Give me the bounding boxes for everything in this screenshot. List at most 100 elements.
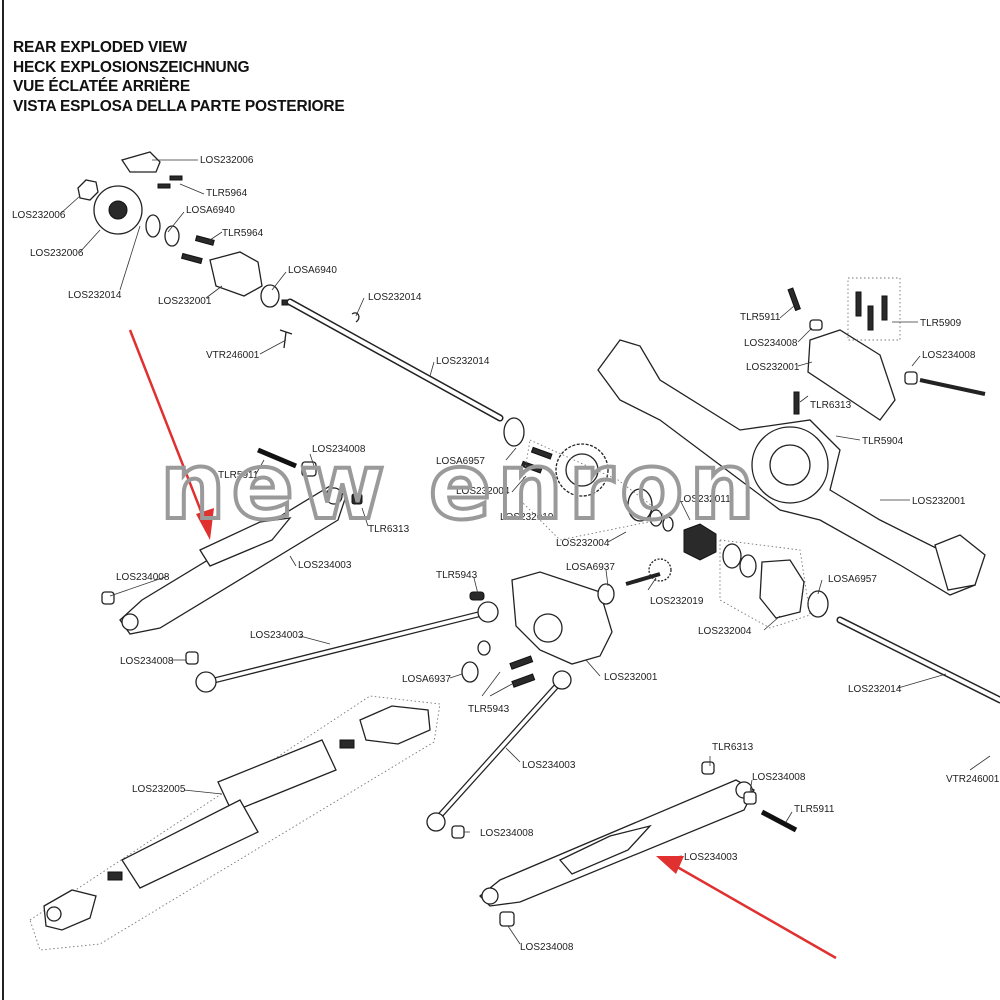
part-label: TLR5964 — [222, 228, 264, 239]
part-label: LOS234008 — [922, 350, 976, 361]
indicator-arrowhead-upper — [196, 508, 214, 540]
bearing-d-part — [503, 417, 525, 447]
diff-washer-d-part — [722, 543, 742, 569]
mount-screw-b-part — [855, 291, 862, 317]
part-labels: LOS232006 TLR5964 LOS232006 LOSA6940 LOS… — [12, 155, 1000, 953]
part-label: TLR5943 — [436, 570, 478, 581]
link-spacer-c-part — [185, 651, 199, 665]
diagonal-link-rod-part — [434, 678, 564, 822]
caliper-screw-a-part — [169, 175, 183, 181]
link-spacer-e-part — [743, 791, 757, 805]
part-label: LOS232014 — [436, 356, 490, 367]
gearbox-screw-c-part — [469, 591, 485, 601]
bearing-e-part — [807, 590, 829, 618]
part-label: LOS232019 — [650, 596, 704, 607]
trailing-arm-upper-window-part — [199, 517, 292, 567]
bearing-f-part — [597, 583, 615, 605]
ring-gear-inner-part — [565, 453, 599, 487]
indicator-arrows — [128, 329, 837, 960]
gearbox-screw-b-part — [511, 673, 536, 688]
driveshaft-spline-part — [121, 799, 259, 889]
driveshaft-group-outline — [29, 695, 441, 951]
upper-link-rod-part — [206, 610, 490, 684]
pinion-shaft-part — [625, 572, 661, 586]
mount-screw-c-part — [867, 305, 874, 331]
part-label: LOSA6957 — [828, 574, 877, 585]
indicator-arrow-upper — [128, 329, 208, 525]
part-label: LOS232014 — [68, 290, 122, 301]
part-label: LOS232006 — [30, 248, 84, 259]
hub-carrier-part — [209, 251, 263, 297]
gearbox-group — [461, 571, 615, 688]
part-label: LOS234003 — [298, 560, 352, 571]
long-screw-part — [919, 378, 986, 396]
cv-cup-b-part — [46, 906, 62, 922]
diff-group-outline-a — [519, 439, 670, 541]
part-label: LOS232004 — [556, 538, 610, 549]
spacer-a-part — [809, 319, 823, 331]
axle-shaft-right-part — [838, 618, 1000, 702]
arm-bushing-b-part — [325, 487, 343, 505]
mount-screw-e-part — [793, 391, 800, 415]
diff-pin-b-part — [520, 460, 543, 474]
e-clip-part — [351, 312, 360, 323]
rod-end-c-part — [426, 812, 446, 832]
bearing-b-part — [164, 225, 180, 247]
driveshaft-group — [29, 695, 441, 951]
part-label: LOSA6937 — [402, 674, 451, 685]
part-label: LOS234003 — [522, 760, 576, 771]
part-label: VTR246001 — [206, 350, 260, 361]
nut-a-part — [351, 493, 363, 505]
spacer-b-part — [904, 371, 918, 385]
title-line-de: HECK EXPLOSIONSZEICHNUNG — [13, 58, 250, 76]
part-label: LOS234008 — [744, 338, 798, 349]
diff-pin-a-part — [530, 446, 553, 460]
bearing-h-part — [477, 640, 491, 656]
screw-group-outline — [847, 277, 901, 341]
part-label: LOS232019 — [500, 512, 554, 523]
arm-bushing-a-part — [121, 613, 139, 631]
part-label: LOS232001 — [158, 296, 212, 307]
link-screw-b-part — [760, 809, 798, 833]
part-label: TLR6313 — [368, 524, 410, 535]
rod-end-d-part — [552, 670, 572, 690]
link-spacer-a-part — [101, 591, 115, 605]
part-label: LOSA6940 — [288, 265, 337, 276]
part-label: LOS232004 — [456, 486, 510, 497]
gearbox-output-part — [533, 613, 563, 643]
rod-end-a-part — [195, 671, 217, 693]
rod-end-b-part — [477, 601, 499, 623]
trailing-arm-lower-window-part — [558, 824, 652, 875]
part-label: LOS234008 — [116, 572, 170, 583]
part-label: LOS232006 — [12, 210, 66, 221]
diff-case-part — [759, 559, 805, 619]
link-mount-part — [807, 329, 896, 421]
part-label: LOSA6937 — [566, 562, 615, 573]
part-label: TLR5911 — [218, 470, 259, 481]
hub-brake-group — [77, 151, 504, 422]
diff-cover-inner-part — [769, 444, 811, 486]
cv-screw-a-part — [339, 739, 355, 749]
diff-washer-e-part — [739, 554, 757, 578]
trailing-arm-upper-part — [119, 485, 347, 635]
part-label: TLR5943 — [468, 704, 510, 715]
part-label: LOS232001 — [604, 672, 658, 683]
bearing-a-part — [145, 214, 161, 238]
link-screw-a-part — [257, 447, 297, 469]
part-label: LOS232005 — [132, 784, 186, 795]
nut-b-part — [701, 761, 715, 775]
watermark-text: new enron — [160, 433, 761, 540]
mount-screw-a-part — [787, 287, 801, 312]
spider-gear-part — [683, 523, 717, 561]
part-label: TLR5964 — [206, 188, 248, 199]
part-label: LOS232011 — [678, 494, 731, 505]
axle-end-bell-part — [934, 534, 986, 591]
leader-lines — [59, 159, 991, 945]
part-label: TLR5911 — [794, 804, 835, 815]
gearbox-housing-part — [511, 571, 613, 665]
mount-screw-d-part — [881, 295, 888, 321]
part-label: LOS234003 — [250, 630, 304, 641]
pin-a-part — [194, 235, 215, 246]
